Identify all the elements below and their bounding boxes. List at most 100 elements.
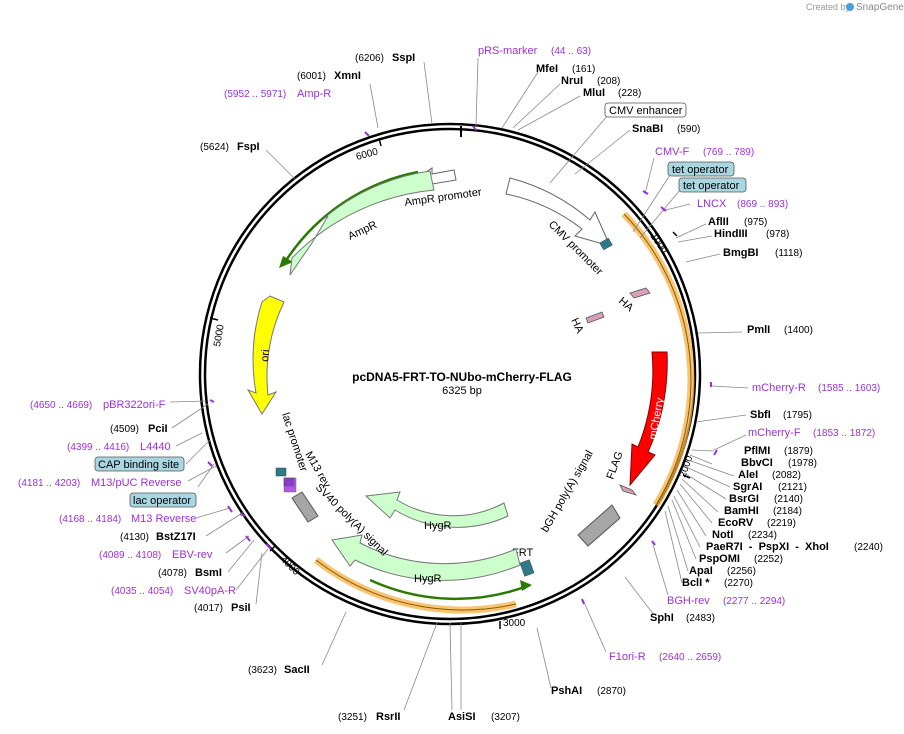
primer-name: mCherry-R (752, 382, 806, 394)
enzyme-name: XmnI (334, 70, 361, 82)
enzyme-name: FspI (237, 141, 260, 153)
enzyme-pos: (4078) (158, 568, 187, 579)
primer-marks (207, 125, 718, 605)
enzyme-pos: (1400) (784, 325, 813, 336)
primer-pos: (4168 .. 4184) (59, 514, 121, 525)
enzyme-name: PaeR7I - PspXI - XhoI (706, 541, 829, 553)
enzyme-name: PsiI (231, 602, 251, 614)
sv40-polya-box (291, 491, 319, 523)
primer-name: LNCX (697, 198, 727, 210)
enzyme-pos: (5624) (200, 142, 229, 153)
enzyme-name: NruI (561, 75, 583, 87)
primer-pos: (4650 .. 4669) (30, 400, 92, 411)
primer-name: M13 Reverse (131, 513, 196, 525)
enzyme-pos: (2140) (774, 494, 803, 505)
enzyme-name: EcoRV (718, 517, 754, 529)
enzyme-pos: (2270) (724, 578, 753, 589)
ha-label-2: HA (568, 316, 586, 336)
tick-4000 (269, 544, 277, 552)
enzyme-name: AleI (738, 469, 758, 481)
hygr-label-1: HygR (424, 520, 452, 532)
enzyme-pos: (1118) (775, 248, 802, 259)
enzyme-pos: (2234) (748, 530, 777, 541)
enzyme-pos: (2870) (597, 686, 626, 697)
flag-label: FLAG (605, 450, 626, 481)
primer-pos: (44 .. 63) (551, 46, 591, 57)
primer-name: F1ori-R (609, 651, 646, 663)
primer-name: EBV-rev (172, 549, 213, 561)
enzyme-pos: (2082) (772, 470, 801, 481)
enzyme-pos: (4130) (120, 532, 149, 543)
primer-pos: (1853 .. 1872) (813, 428, 875, 439)
bgh-polya-box (577, 504, 621, 547)
enzyme-name: HindIII (714, 228, 748, 240)
enzyme-pos: (6206) (355, 53, 384, 64)
enzyme-name: BclI * (682, 577, 710, 589)
snapgene-logo-icon (846, 3, 854, 11)
tet-operator-label-1: tet operator (672, 164, 729, 176)
primer-name: L4440 (140, 441, 171, 453)
enzyme-name: SacII (284, 664, 310, 676)
hygr-label-2: HygR (414, 573, 442, 585)
enzyme-name: PflMI (744, 445, 770, 457)
primer-pos: (5952 .. 5971) (224, 89, 286, 100)
highlight-region-sv40-line (315, 559, 517, 611)
enzyme-pos: (1879) (784, 446, 813, 457)
enzyme-pos: (978) (766, 229, 789, 240)
cmv-enhancer-box (604, 102, 687, 118)
ampr-arrow (289, 170, 435, 276)
enzyme-name: SspI (392, 52, 415, 64)
lac-operator-box (129, 492, 197, 508)
tet-operator-box-2 (678, 177, 747, 193)
enzyme-name: AflII (708, 216, 729, 228)
primer-name: pBR322ori-F (103, 399, 166, 411)
plasmid-size: 6325 bp (442, 385, 482, 397)
ha-tag-2 (585, 311, 605, 324)
cap-binding-box (94, 456, 185, 472)
ori-label: ori (259, 349, 272, 362)
enzyme-labels: (6206) SspI (6001) XmnI (5624) FspI MfeI… (110, 52, 883, 723)
enzyme-pos: (1978) (788, 458, 817, 469)
enzyme-pos: (2184) (773, 506, 802, 517)
enzyme-name: AsiSI (448, 711, 476, 723)
hygr-arrow-2 (331, 534, 521, 581)
enzyme-name: SnaBI (632, 123, 663, 135)
enzyme-pos: (975) (744, 217, 767, 228)
bgh-polya-label: bGH poly(A) signal (539, 449, 596, 535)
tick-6000 (378, 137, 382, 147)
ha-tag-1 (629, 287, 651, 299)
enzyme-name: PmlI (747, 324, 770, 336)
ampr-orf-arrow-icon (279, 256, 293, 268)
enzyme-pos: (2121) (778, 482, 807, 493)
tick-label-6000: 6000 (355, 146, 380, 162)
enzyme-name: BamHI (724, 505, 759, 517)
tick-5000 (209, 317, 219, 321)
primer-pos: (869 .. 893) (737, 199, 788, 210)
enzyme-pos: (3623) (248, 665, 277, 676)
enzyme-name: PshAI (551, 685, 582, 697)
cap-binding-marker (275, 467, 287, 477)
lac-promoter-label: lac promoter (279, 411, 309, 473)
primer-pos: (2277 .. 2294) (723, 596, 785, 607)
enzyme-name: MluI (583, 87, 605, 99)
enzyme-name: PciI (148, 423, 168, 435)
enzyme-name: NotI (712, 529, 733, 541)
ha-label-1: HA (616, 295, 636, 314)
enzyme-name: ApaI (689, 565, 713, 577)
tick-label-4000: 4000 (278, 554, 302, 578)
primer-pos: (4089 .. 4108) (99, 550, 161, 561)
primer-pos: (4399 .. 4416) (67, 442, 129, 453)
primer-name: CMV-F (655, 146, 690, 158)
tet-operator-label-2: tet operator (683, 180, 740, 192)
ori-arrow (246, 295, 285, 415)
primer-name: BGH-rev (667, 595, 710, 607)
hygr-arrow-1 (364, 491, 509, 528)
enzyme-name: BbvCI (741, 457, 773, 469)
cmv-promoter-arrow (505, 177, 611, 247)
hygr-orf-line (369, 578, 531, 601)
backbone-inner-ring (203, 127, 697, 621)
tet-operator-marker (599, 237, 613, 251)
frt-marker (519, 559, 535, 577)
primer-pos: (4181 .. 4203) (18, 478, 80, 489)
